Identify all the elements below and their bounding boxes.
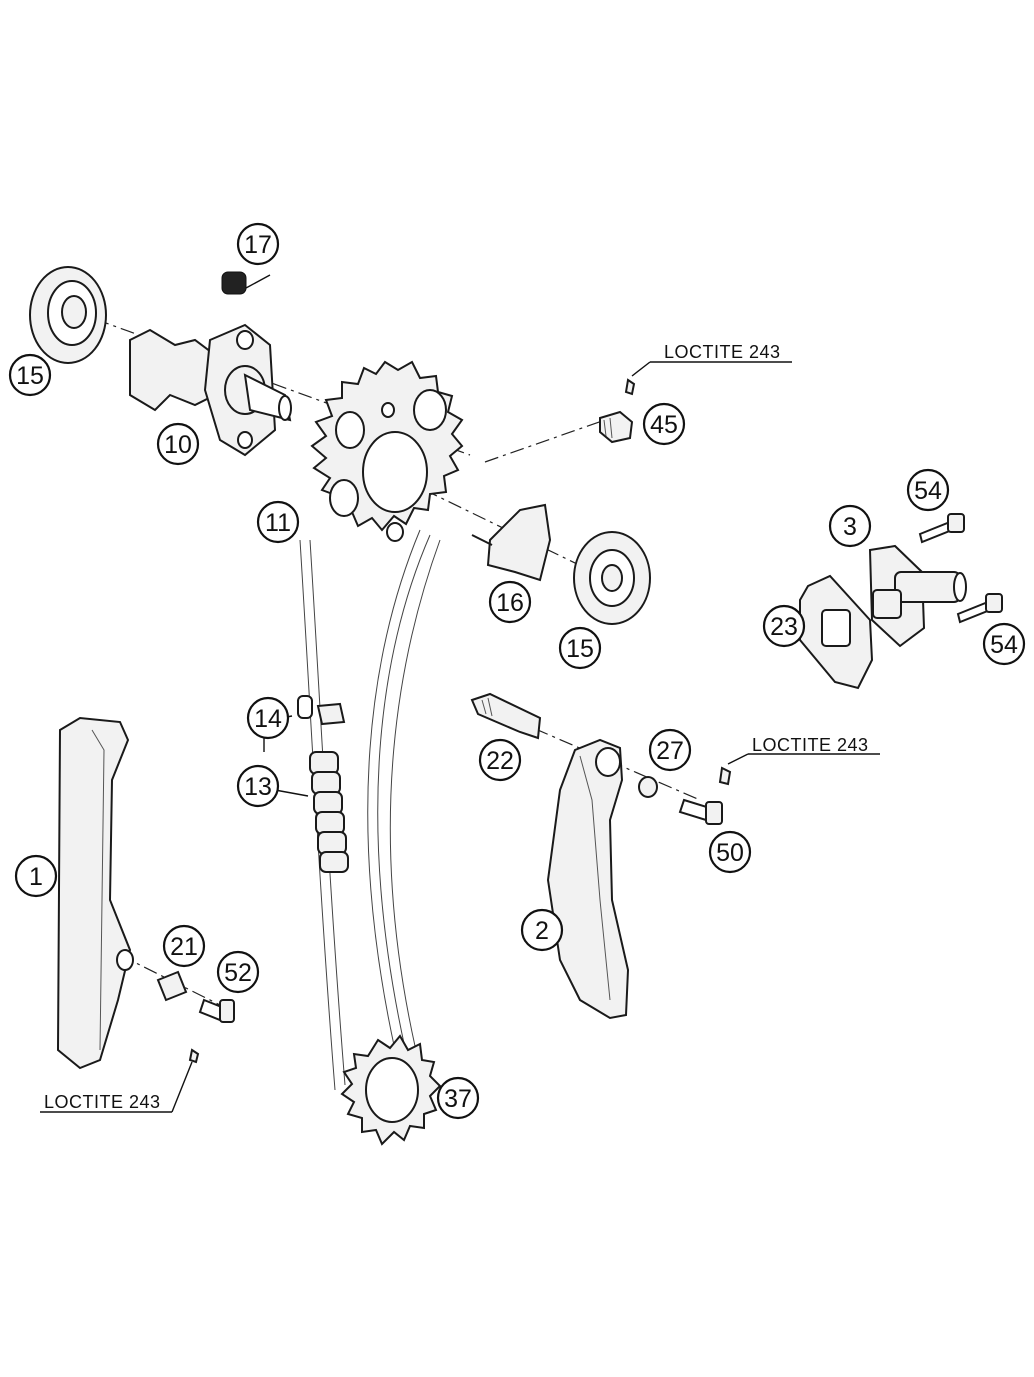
- callout-3: 3: [828, 504, 872, 548]
- bolt-54-upper: [918, 513, 965, 544]
- washer-27: [638, 776, 658, 798]
- cam-sprocket-11: [310, 360, 464, 542]
- svg-text:15: 15: [16, 362, 44, 390]
- callout-10: 10: [156, 422, 200, 466]
- lever-16: [471, 503, 552, 582]
- callout-37: 37: [436, 1076, 480, 1120]
- callout-21: 21: [162, 924, 206, 968]
- callout-22: 22: [478, 738, 522, 782]
- bolt-54-lower: [956, 593, 1003, 624]
- bolt-50: [678, 766, 732, 825]
- svg-text:37: 37: [444, 1085, 472, 1113]
- svg-text:14: 14: [254, 705, 282, 733]
- svg-text:1: 1: [29, 863, 43, 891]
- bearing-15-right: [573, 531, 651, 625]
- callout-23: 23: [762, 604, 806, 648]
- svg-text:LOCTITE 243: LOCTITE 243: [44, 1092, 161, 1112]
- camshaft-10: [129, 323, 292, 457]
- pivot-bolt-22: [470, 692, 542, 740]
- callout-15-left: 15: [8, 353, 52, 397]
- bolt-52: [188, 998, 235, 1064]
- spring-17: [221, 271, 271, 295]
- svg-text:23: 23: [770, 613, 798, 641]
- callout-2: 2: [520, 908, 564, 952]
- callout-15-right: 15: [558, 626, 602, 670]
- callout-54-lower: 54: [982, 622, 1026, 666]
- note-loctite-right: LOCTITE 243: [752, 735, 869, 755]
- svg-text:13: 13: [244, 773, 272, 801]
- callout-50: 50: [708, 830, 752, 874]
- svg-text:45: 45: [650, 411, 678, 439]
- screw-45: [599, 378, 636, 444]
- gasket-23: [799, 574, 874, 690]
- svg-text:21: 21: [170, 933, 198, 961]
- svg-text:54: 54: [914, 477, 942, 505]
- tensioner-rail-2: [546, 738, 630, 1020]
- callout-27: 27: [648, 728, 692, 772]
- svg-text:2: 2: [535, 917, 549, 945]
- bearing-15-left: [29, 266, 107, 364]
- note-loctite-top: LOCTITE 243: [664, 342, 781, 362]
- callout-13: 13: [236, 764, 280, 808]
- callout-16: 16: [488, 580, 532, 624]
- svg-text:22: 22: [486, 747, 514, 775]
- callout-52: 52: [216, 950, 260, 994]
- svg-text:LOCTITE 243: LOCTITE 243: [664, 342, 781, 362]
- svg-text:54: 54: [990, 631, 1018, 659]
- svg-text:15: 15: [566, 635, 594, 663]
- callout-11: 11: [256, 500, 300, 544]
- callout-54-upper: 54: [906, 468, 950, 512]
- svg-text:50: 50: [716, 839, 744, 867]
- svg-text:27: 27: [656, 737, 684, 765]
- callout-17: 17: [236, 222, 280, 266]
- svg-text:52: 52: [224, 959, 252, 987]
- svg-text:3: 3: [843, 513, 857, 541]
- crank-sprocket-37: [340, 1034, 442, 1146]
- spacer-21: [156, 970, 188, 1002]
- guide-rail-1: [56, 716, 134, 1070]
- svg-text:16: 16: [496, 589, 524, 617]
- tensioner-3: [868, 544, 967, 648]
- svg-text:11: 11: [265, 509, 291, 537]
- svg-text:LOCTITE 243: LOCTITE 243: [752, 735, 869, 755]
- callout-45: 45: [642, 402, 686, 446]
- svg-text:10: 10: [164, 431, 192, 459]
- note-loctite-bottom: LOCTITE 243: [44, 1092, 161, 1112]
- chain-link-14: [297, 695, 346, 726]
- callout-1: 1: [14, 854, 58, 898]
- chain-13: [309, 751, 349, 873]
- callout-14: 14: [246, 696, 290, 740]
- svg-text:17: 17: [244, 231, 272, 259]
